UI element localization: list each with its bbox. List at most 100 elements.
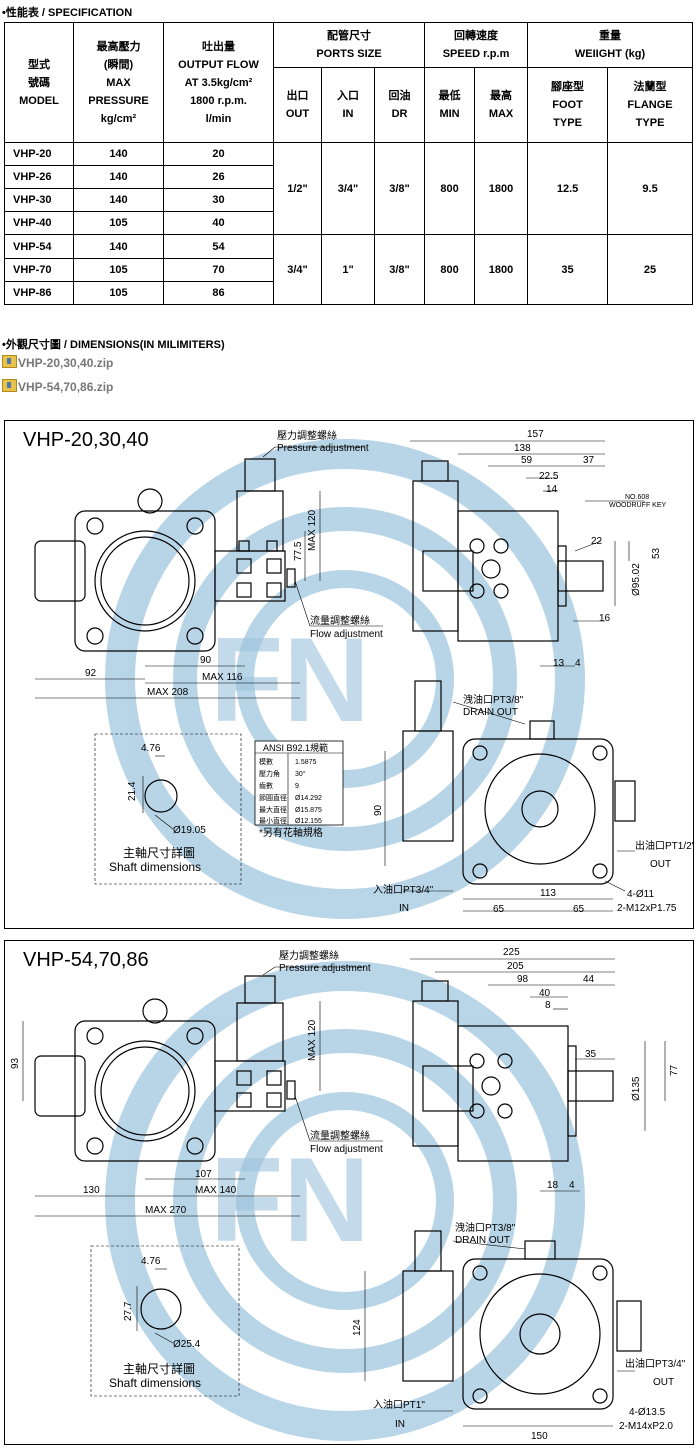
table-row: VHP-20 140 20 1/2" 3/4" 3/8" 800 1800 12…	[4, 142, 694, 235]
dim-205: 205	[507, 961, 524, 972]
dim-4: 4	[575, 658, 581, 669]
dim-107: 107	[195, 1169, 212, 1180]
side-view	[412, 460, 604, 642]
dim-93: 93	[10, 1057, 21, 1069]
outlet-port-label: OUT	[650, 859, 671, 870]
dim-13: 13	[553, 658, 565, 669]
outlet-port-label-cn: 出油口PT3/4"	[625, 1357, 686, 1370]
cell-out: 1/2"	[273, 142, 322, 235]
pressure-adjustment-label: Pressure adjustment	[277, 443, 369, 454]
shaft-dia-25-4: Ø25.4	[173, 1339, 201, 1350]
cell-dr: 3/8"	[373, 142, 426, 235]
cell-flow: 40	[163, 211, 274, 235]
bottom-dim-lines	[364, 1240, 635, 1427]
dim-max-270: MAX 270	[145, 1205, 187, 1216]
dim-59: 59	[521, 455, 533, 466]
flow-adjustment-label-cn: 流量調整螺絲	[310, 614, 370, 627]
zip-link-vhp-54-70-86[interactable]: VHP-54,70,86.zip	[2, 379, 113, 394]
cell-pressure: 105	[73, 258, 164, 282]
shaft-dim-4-76: 4.76	[141, 743, 161, 754]
cell-flow: 26	[163, 165, 274, 189]
dim-dia-95: Ø95.02	[631, 563, 642, 596]
cell-flow: 86	[163, 281, 274, 305]
drawing-1-title: VHP-20,30,40	[23, 429, 149, 451]
dim-max-140: MAX 140	[195, 1185, 237, 1196]
zip-link-label: VHP-20,30,40.zip	[18, 356, 114, 370]
cell-flow: 70	[163, 258, 274, 282]
zip-file-icon	[2, 355, 17, 368]
dim-44: 44	[583, 974, 595, 985]
spline-spec-table: ANSI B92.1規範 模數 1.5875 壓力角 30° 齒數 9 節圓直徑…	[254, 740, 344, 826]
cell-out: 3/4"	[273, 234, 322, 305]
dim-113: 113	[540, 888, 556, 899]
woodruff-key-label: WOODRUFF KEY	[609, 502, 666, 509]
dim-40: 40	[539, 988, 551, 999]
cell-flow: 54	[163, 234, 274, 259]
side-dim-lines	[410, 958, 666, 1192]
shaft-dim-21-4: 21.4	[127, 781, 138, 801]
dim-90-bottom: 90	[373, 804, 384, 816]
dim-14: 14	[546, 484, 558, 495]
front-view	[34, 458, 296, 652]
table-row: VHP-86 105 86	[4, 281, 693, 305]
spline-value: 30°	[295, 770, 306, 778]
dim-8: 8	[545, 1000, 551, 1011]
spline-title: ANSI B92.1規範	[263, 742, 328, 753]
pressure-adjustment-label-cn: 壓力調整螺絲	[277, 429, 337, 442]
side-dim-lines	[410, 440, 645, 667]
spline-value: Ø15.875	[295, 807, 322, 814]
dim-225: 225	[503, 947, 520, 958]
screw-spec: 2-M12xP1.75	[617, 903, 677, 914]
zip-link-vhp-20-30-40[interactable]: VHP-20,30,40.zip	[2, 355, 113, 370]
shaft-detail-title-cn: 主軸尺寸詳圖	[123, 1361, 195, 1376]
dim-16: 16	[599, 613, 611, 624]
dim-4: 4	[569, 1180, 575, 1191]
shaft-dia-19-05: Ø19.05	[173, 825, 206, 836]
cell-min: 800	[424, 142, 476, 235]
dim-max-208: MAX 208	[147, 687, 189, 698]
dim-22: 22	[591, 536, 603, 547]
drain-port-label: DRAIN OUT	[463, 707, 518, 718]
shaft-detail-box	[94, 733, 242, 885]
shaft-section	[144, 779, 178, 813]
spline-value: 1.5875	[295, 759, 317, 766]
cell-max: 1800	[474, 234, 529, 305]
drawing-2-canvas: FN 壓力調整螺絲 Pressure	[10, 947, 686, 1442]
cell-min: 800	[424, 234, 476, 305]
flow-adjustment-label-cn: 流量調整螺絲	[310, 1129, 370, 1142]
dim-max-120: MAX 120	[307, 509, 318, 551]
inlet-port-label: IN	[395, 1419, 405, 1430]
cell-pressure: 105	[73, 211, 164, 235]
drawing-1-canvas: FN 壓力調整螺絲	[34, 429, 693, 919]
drawing-vhp-20-30-40: FN 壓力調整螺絲	[4, 420, 694, 929]
side-view	[412, 980, 614, 1162]
watermark-text: FN	[210, 613, 370, 747]
dim-max-120: MAX 120	[307, 1019, 318, 1061]
dim-150: 150	[531, 1431, 548, 1442]
cell-model: VHP-70	[4, 258, 74, 282]
drain-port-label: DRAIN OUT	[455, 1235, 510, 1246]
spline-key: 最大直徑	[259, 805, 287, 814]
dim-35: 35	[585, 1049, 597, 1060]
spline-key: 壓力角	[259, 769, 280, 778]
dim-max-116: MAX 116	[202, 672, 243, 683]
front-dim-lines	[22, 966, 383, 1217]
cell-model: VHP-40	[4, 211, 74, 235]
shaft-dim-lines	[142, 755, 174, 830]
watermark-text: FN	[210, 1133, 370, 1267]
spline-key: 齒數	[259, 781, 273, 790]
pressure-adjustment-label-cn: 壓力調整螺絲	[279, 949, 339, 962]
shaft-dim-27-7: 27.7	[123, 1301, 134, 1321]
cell-flow: 30	[163, 188, 274, 212]
shaft-dim-lines	[136, 1268, 174, 1344]
cell-pressure: 140	[73, 165, 164, 189]
flow-adjustment-label: Flow adjustment	[310, 1144, 383, 1155]
cell-in: 1"	[321, 234, 375, 305]
bottom-view	[402, 680, 636, 885]
cell-pressure: 140	[73, 234, 164, 259]
spline-note: *另有花軸規格	[259, 826, 323, 839]
